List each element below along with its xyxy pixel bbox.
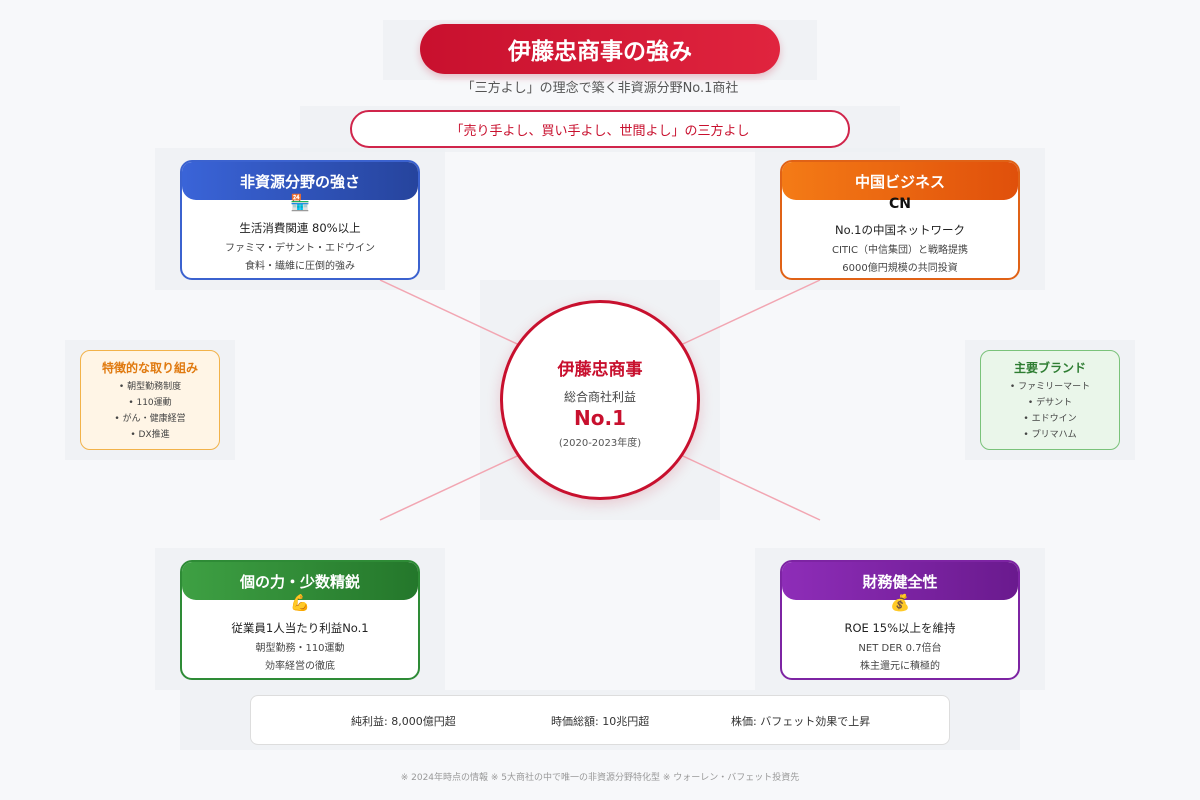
card-china: 中国ビジネス CN No.1の中国ネットワーク CITIC（中信集団）と戦略提携… xyxy=(780,160,1020,280)
connector-line-bl xyxy=(379,449,531,521)
initiatives-item: • 110運動 xyxy=(128,398,172,408)
center-label: 総合商社利益 xyxy=(563,390,636,404)
card-non-resource-line1: 生活消費関連 80%以上 xyxy=(239,221,361,235)
card-individual-title: 個の力・少数精鋭 xyxy=(239,572,360,591)
motto-banner: 「売り手よし、買い手よし、世間よし」の三方よし xyxy=(350,110,850,148)
card-non-resource-line3: 食料・繊維に圧倒的強み xyxy=(245,261,355,272)
center-rank: No.1 xyxy=(574,406,626,430)
brands-item: • ファミリーマート xyxy=(1009,382,1091,392)
page-subtitle: 「三方よし」の理念で築く非資源分野No.1商社 xyxy=(461,81,739,96)
connector-line-tl xyxy=(379,279,531,351)
brands-item: • プリマハム xyxy=(1023,430,1077,440)
center-circle: 伊藤忠商事 総合商社利益 No.1 (2020-2023年度) xyxy=(500,300,700,500)
card-financial-line2: NET DER 0.7倍台 xyxy=(858,643,942,654)
initiatives-item: • がん・健康経営 xyxy=(114,414,186,424)
brands-item: • エドウイン xyxy=(1023,414,1077,424)
card-china-line3: 6000億円規模の共同投資 xyxy=(842,263,958,274)
card-china-line1: No.1の中国ネットワーク xyxy=(835,223,965,237)
card-financial-header: 財務健全性 xyxy=(782,562,1018,600)
brands-box: 主要ブランド • ファミリーマート • デサント • エドウイン • プリマハム xyxy=(980,350,1120,450)
card-individual-line2: 朝型勤務・110運動 xyxy=(255,643,345,654)
stat-stock-price: 株価: バフェット効果で上昇 xyxy=(731,715,871,728)
initiatives-title: 特徴的な取り組み xyxy=(101,361,198,375)
initiatives-box: 特徴的な取り組み • 朝型勤務制度 • 110運動 • がん・健康経営 • DX… xyxy=(80,350,220,450)
brands-title: 主要ブランド xyxy=(1013,361,1086,375)
card-china-line2: CITIC（中信集団）と戦略提携 xyxy=(832,245,968,256)
card-individual: 個の力・少数精鋭 💪 従業員1人当たり利益No.1 朝型勤務・110運動 効率経… xyxy=(180,560,420,680)
connector-line-br xyxy=(669,449,821,521)
initiatives-item: • 朝型勤務制度 xyxy=(118,382,182,392)
card-individual-line1: 従業員1人当たり利益No.1 xyxy=(231,621,369,635)
card-individual-header: 個の力・少数精鋭 xyxy=(182,562,418,600)
card-china-header: 中国ビジネス xyxy=(782,162,1018,200)
card-financial-line1: ROE 15%以上を維持 xyxy=(844,621,956,635)
footer-note: ※ 2024年時点の情報 ※ 5大商社の中で唯一の非資源分野特化型 ※ ウォーレ… xyxy=(400,773,800,783)
card-non-resource-title: 非資源分野の強さ xyxy=(239,172,360,191)
center-period: (2020-2023年度) xyxy=(558,438,642,449)
convenience-store-icon: 🏪 xyxy=(290,193,310,212)
card-china-title: 中国ビジネス xyxy=(854,172,945,191)
card-individual-line3: 効率経営の徹底 xyxy=(265,661,335,672)
stats-bar: 純利益: 8,000億円超 時価総額: 10兆円超 株価: バフェット効果で上昇 xyxy=(250,695,950,745)
brands-item: • デサント xyxy=(1027,398,1073,408)
center-company-name: 伊藤忠商事 xyxy=(557,360,643,380)
card-non-resource: 非資源分野の強さ 🏪 生活消費関連 80%以上 ファミマ・デサント・エドウイン … xyxy=(180,160,420,280)
page-title: 伊藤忠商事の強み xyxy=(420,24,780,74)
card-financial-title: 財務健全性 xyxy=(862,572,938,591)
connector-line-tr xyxy=(669,279,821,351)
initiatives-item: • DX推進 xyxy=(130,430,170,440)
stat-market-cap: 時価総額: 10兆円超 xyxy=(551,715,650,728)
cn-flag-icon: CN xyxy=(889,196,911,212)
money-bag-icon: 💰 xyxy=(890,593,910,612)
card-financial: 財務健全性 💰 ROE 15%以上を維持 NET DER 0.7倍台 株主還元に… xyxy=(780,560,1020,680)
stat-net-profit: 純利益: 8,000億円超 xyxy=(351,715,456,728)
flexed-biceps-icon: 💪 xyxy=(290,593,310,612)
card-financial-line3: 株主還元に積極的 xyxy=(860,661,940,672)
card-non-resource-header: 非資源分野の強さ xyxy=(182,162,418,200)
card-non-resource-line2: ファミマ・デサント・エドウイン xyxy=(225,243,375,254)
